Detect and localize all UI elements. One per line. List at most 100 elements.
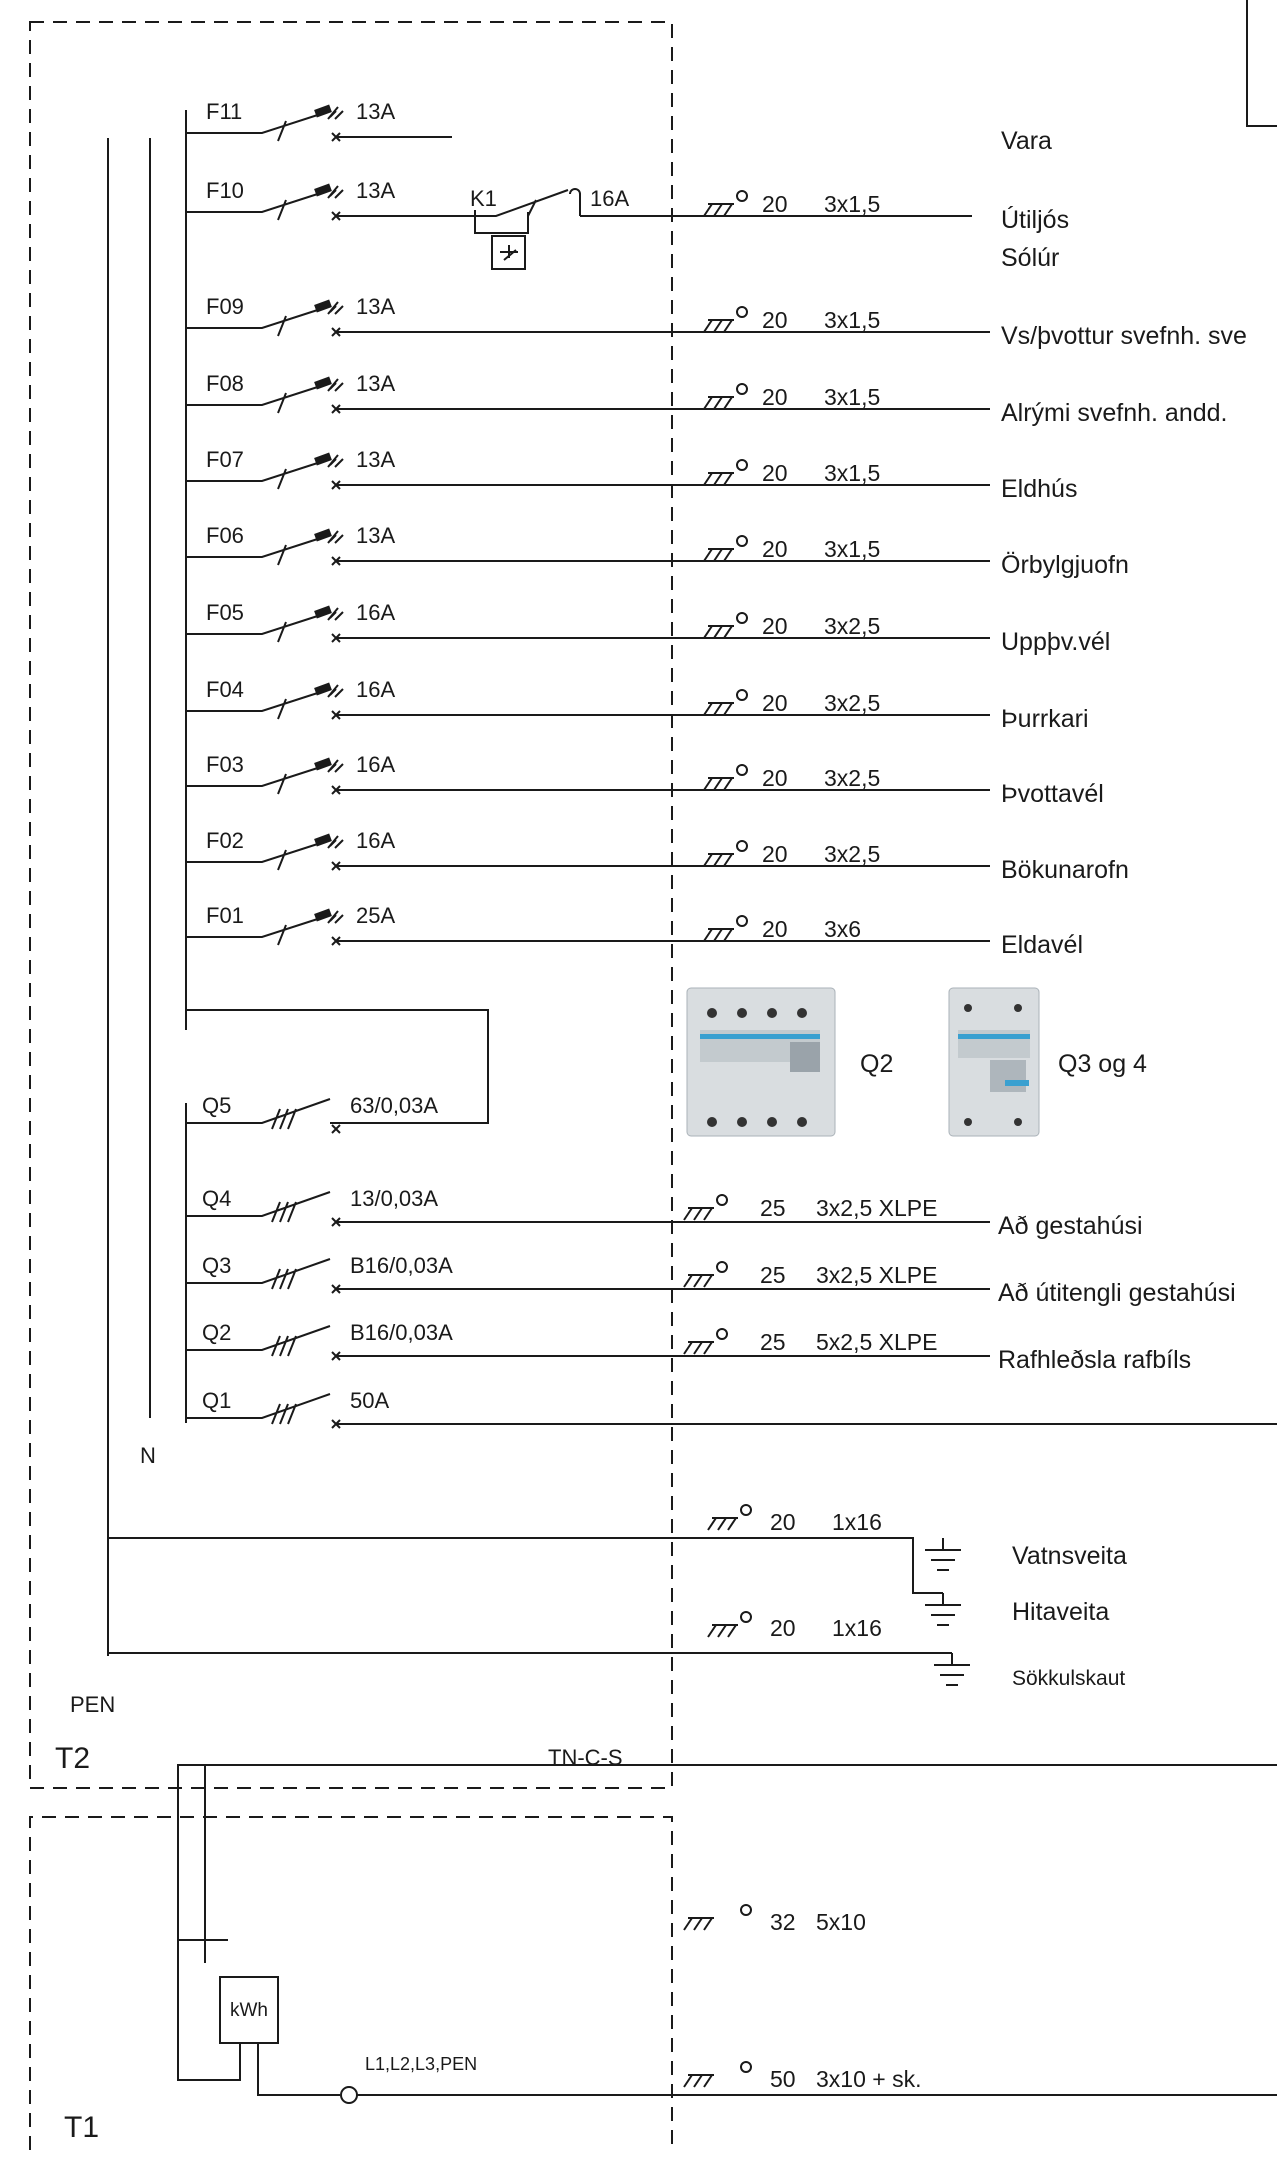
conduit-symbol bbox=[703, 306, 748, 333]
circuit-id: Q2 bbox=[202, 1320, 231, 1345]
t1-terminal bbox=[340, 2086, 358, 2104]
contactor-rating: 16A bbox=[590, 186, 629, 211]
cable-diameter: 25 bbox=[760, 1195, 786, 1221]
circuit-rating: 16A bbox=[356, 677, 395, 702]
circuit-destination: Að gestahúsi bbox=[998, 1212, 1143, 1240]
cable-spec: 3x1,5 bbox=[824, 307, 880, 333]
earth-3-dest: Sökkulskaut bbox=[1012, 1667, 1125, 1690]
breaker-symbol bbox=[186, 378, 344, 414]
breaker-symbol bbox=[186, 835, 344, 871]
cable-diameter: 20 bbox=[762, 613, 788, 639]
breaker-handle bbox=[314, 682, 332, 696]
circuit-rating: 13A bbox=[356, 178, 395, 203]
earth-1-dia: 20 bbox=[770, 1509, 796, 1535]
cable-diameter: 20 bbox=[762, 536, 788, 562]
cable-spec: 3x2,5 bbox=[824, 613, 880, 639]
cable-spec: 3x1,5 bbox=[824, 191, 880, 217]
earth-1-cable: 1x16 bbox=[832, 1509, 882, 1535]
cable-diameter: 25 bbox=[760, 1329, 786, 1355]
circuit-id: F10 bbox=[206, 178, 244, 203]
cable-spec: 3x6 bbox=[824, 916, 861, 942]
kwh-meter bbox=[219, 1976, 279, 2044]
earth-line-1 bbox=[108, 1537, 943, 1594]
circuit-rating: 13A bbox=[356, 99, 395, 124]
circuit-rating: 50A bbox=[350, 1388, 389, 1413]
conduit-symbol bbox=[703, 459, 748, 486]
earth-symbol-sokkulskaut bbox=[934, 1653, 970, 1686]
circuit-rating: 13/0,03A bbox=[350, 1186, 438, 1211]
pen-label: PEN bbox=[70, 1692, 115, 1717]
f-to-q5-link bbox=[186, 1009, 489, 1124]
t1-meter-leads bbox=[177, 1939, 340, 2096]
conduit-symbol bbox=[703, 689, 748, 716]
conduit-symbol bbox=[683, 1261, 728, 1288]
cable-spec: 3x1,5 bbox=[824, 384, 880, 410]
cable-diameter: 25 bbox=[760, 1262, 786, 1288]
conduit-symbol-earth bbox=[683, 1504, 752, 2088]
circuit-destination: Rafhleðsla rafbíls bbox=[998, 1346, 1191, 1374]
k1-coil bbox=[491, 235, 526, 270]
rcd-symbol bbox=[186, 1258, 341, 1294]
earth-3-cable: 1x16 bbox=[832, 1615, 882, 1641]
cable-diameter: 20 bbox=[762, 765, 788, 791]
cable-spec: 3x2,5 bbox=[824, 690, 880, 716]
conduit-symbol bbox=[703, 383, 748, 410]
circuit-rating: 16A bbox=[356, 752, 395, 777]
breaker-handle bbox=[314, 104, 332, 118]
circuit-rating: B16/0,03A bbox=[350, 1320, 453, 1345]
circuit-destination: Vara bbox=[1001, 127, 1052, 155]
k1-coil-symbol bbox=[500, 245, 518, 261]
circuit-destination: Alrými svefnh. andd. bbox=[1001, 399, 1228, 427]
panel-t1-label: T1 bbox=[64, 2111, 99, 2144]
circuit-destination: Vs/þvottur svefnh. sve bbox=[1001, 322, 1247, 350]
rcd-symbol bbox=[186, 1393, 341, 1429]
earth-1-dest: Vatnsveita bbox=[1012, 1542, 1127, 1570]
breaker-handle bbox=[314, 452, 332, 466]
conduit-symbol bbox=[703, 915, 748, 942]
circuit-id: F01 bbox=[206, 903, 244, 928]
earth-symbol-vatnsveita bbox=[925, 1538, 961, 1571]
panel-t2-border bbox=[29, 21, 673, 1789]
earth-3-dia: 20 bbox=[770, 1615, 796, 1641]
t1-line-2-dia: 50 bbox=[770, 2066, 796, 2092]
circuit-destination-2: Sólúr bbox=[1001, 244, 1059, 272]
breaker-symbol bbox=[186, 185, 344, 221]
breaker-symbol bbox=[186, 910, 344, 946]
circuit-rating: B16/0,03A bbox=[350, 1253, 453, 1278]
cable-diameter: 20 bbox=[762, 191, 788, 217]
circuit-destination: Þurrkari bbox=[1001, 705, 1089, 733]
circuit-id: F03 bbox=[206, 752, 244, 777]
cable-spec: 3x2,5 XLPE bbox=[816, 1262, 937, 1288]
breaker-handle bbox=[314, 299, 332, 313]
breaker-symbol bbox=[186, 607, 344, 643]
t1-wire-top-line bbox=[177, 1764, 1277, 1939]
kwh-meter-label: kWh bbox=[230, 2000, 268, 2021]
breaker-symbol bbox=[186, 301, 344, 337]
rcd-symbol bbox=[186, 1325, 341, 1361]
t1-wire-top bbox=[177, 1764, 228, 1963]
circuit-id: Q3 bbox=[202, 1253, 231, 1278]
panel-t2-system: TN-C-S bbox=[548, 1745, 623, 1770]
earth-symbol-hitaveita bbox=[925, 1593, 961, 1626]
circuit-destination: Útiljós bbox=[1001, 205, 1069, 234]
circuit-rating: 13A bbox=[356, 447, 395, 472]
breaker-handle bbox=[314, 833, 332, 847]
breaker-handle bbox=[314, 376, 332, 390]
breaker-handle bbox=[314, 908, 332, 922]
circuit-destination: Þvottavél bbox=[1001, 780, 1104, 808]
breaker-symbol bbox=[186, 530, 344, 566]
device-photo-q2-label: Q2 bbox=[860, 1050, 893, 1078]
circuit-id: F09 bbox=[206, 294, 244, 319]
panel-t2-label: T2 bbox=[55, 1742, 90, 1775]
